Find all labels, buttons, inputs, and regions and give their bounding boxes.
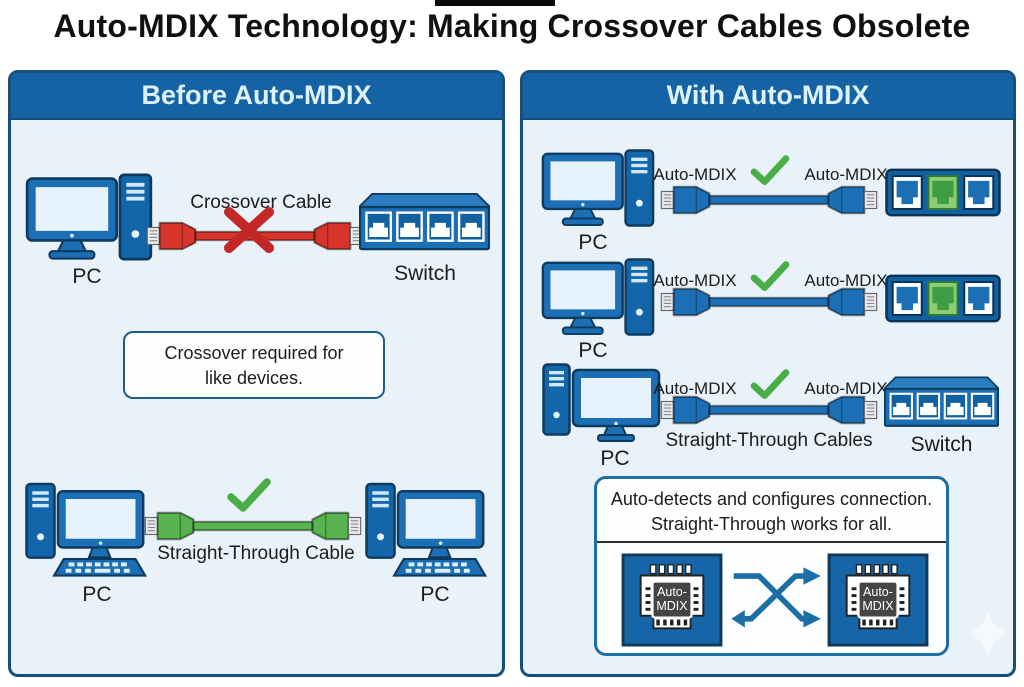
pc-label: PC (82, 583, 112, 606)
auto-mdix-label-left: Auto-MDIX (653, 271, 737, 290)
pc-icon (25, 481, 151, 581)
auto-mdix-label-left: Auto-MDIX (653, 165, 737, 184)
port-panel-icon (885, 274, 1001, 323)
auto-mdix-chip-left: Auto- MDIX (621, 553, 723, 647)
sparkle-watermark-icon (963, 607, 1013, 661)
port-panel-icon (885, 168, 1001, 217)
note-text: Auto-detects and configures connection. … (597, 487, 946, 537)
crossover-cable-label: Crossover Cable (190, 192, 332, 213)
auto-mdix-label-right: Auto-MDIX (804, 379, 888, 398)
auto-mdix-chip-right: Auto- MDIX (827, 553, 929, 647)
switch-label: Switch (394, 262, 456, 285)
auto-mdix-label-left: Auto-MDIX (653, 379, 737, 398)
pc-icon (541, 258, 655, 336)
pc-icon (541, 149, 655, 227)
switch-icon (359, 192, 490, 252)
switch-icon (884, 376, 999, 428)
note-line-2: Straight-Through works for all. (650, 514, 893, 534)
auto-detect-note-box: Auto-detects and configures connection. … (594, 476, 949, 656)
top-black-bar (435, 0, 555, 6)
straight-through-cable-icon (657, 183, 881, 217)
auto-mdix-label-right: Auto-MDIX (804, 165, 888, 184)
callout-line-1: Crossover required for (164, 343, 344, 363)
panel-with-auto-mdix: With Auto-MDIX PC Auto-MDIX Auto-MDIX PC… (520, 70, 1016, 677)
pc-label: PC (72, 265, 102, 288)
switch-label: Switch (910, 433, 973, 456)
straight-cable-label: Straight-Through Cable (157, 543, 355, 564)
pc-label: PC (578, 339, 608, 362)
panel-before-header: Before Auto-MDIX (11, 73, 502, 120)
panel-before-auto-mdix: Before Auto-MDIX PC Crossover Cable Swit… (8, 70, 505, 677)
panel-with-header: With Auto-MDIX (523, 73, 1013, 120)
callout-line-2: like devices. (204, 368, 304, 388)
pc-label: PC (420, 583, 450, 606)
x-mark-icon (223, 207, 275, 253)
pc-icon (365, 481, 491, 581)
pc-label: PC (578, 231, 608, 254)
pc-label: PC (600, 447, 630, 470)
crossed-arrows-icon (729, 563, 824, 635)
pc-icon (25, 173, 153, 261)
straight-through-cable-icon (657, 393, 881, 427)
note-divider (597, 541, 946, 543)
straight-through-cable-icon (143, 509, 363, 543)
auto-mdix-label-right: Auto-MDIX (804, 271, 888, 290)
note-line-1: Auto-detects and configures connection. (610, 489, 933, 509)
page-title: Auto-MDIX Technology: Making Crossover C… (53, 8, 971, 44)
chip-label: Auto- MDIX (656, 585, 688, 614)
chip-label: Auto- MDIX (862, 585, 894, 614)
callout-crossover-required: Crossover required for like devices. (123, 331, 385, 399)
straight-through-cable-icon (657, 285, 881, 319)
straight-cables-label: Straight-Through Cables (665, 430, 873, 451)
